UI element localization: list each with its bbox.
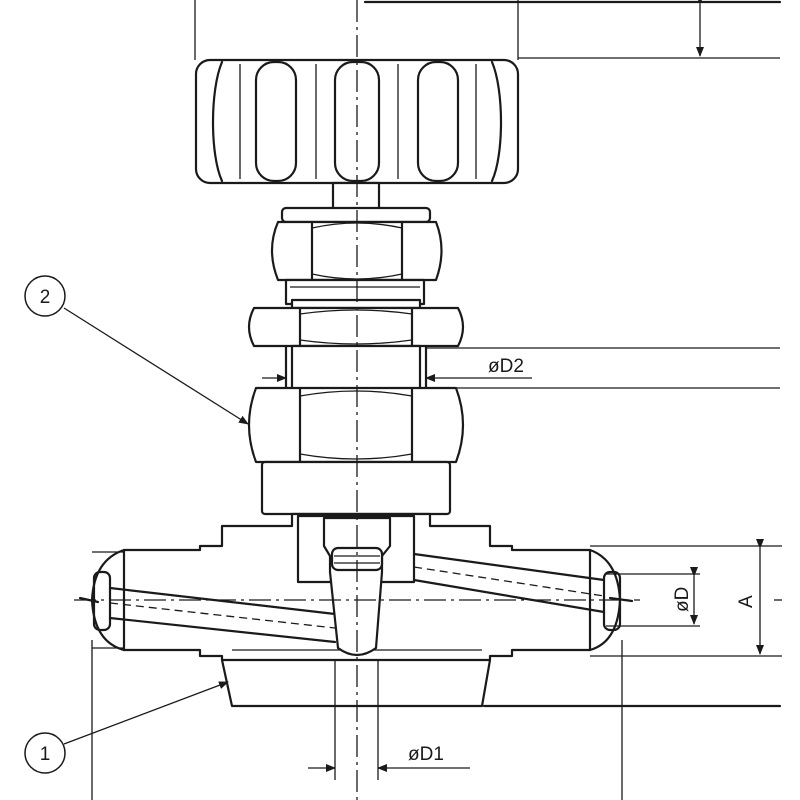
label-od2: øD2 [488, 356, 524, 377]
bonnet-collar [260, 460, 452, 516]
callout-2: 2 [24, 275, 249, 425]
panel-nut [247, 386, 465, 464]
center-lines [74, 0, 640, 800]
valve-body [90, 512, 622, 708]
label-a: A [736, 595, 757, 608]
callout-2-number: 2 [40, 287, 51, 308]
top-dimension [194, 0, 782, 60]
label-od1: øD1 [408, 744, 444, 765]
label-od: øD [672, 587, 693, 612]
valve-stem [331, 181, 381, 212]
dimension-od1: øD1 [308, 660, 470, 780]
callout-1-number: 1 [40, 744, 51, 765]
callout-1: 1 [24, 681, 229, 774]
dimension-od-and-a: øD A [590, 539, 782, 657]
dimension-od2: øD2 [262, 347, 780, 389]
extension-lines [91, 640, 782, 800]
panel-lock-nut [247, 298, 465, 348]
threaded-neck [284, 344, 428, 392]
